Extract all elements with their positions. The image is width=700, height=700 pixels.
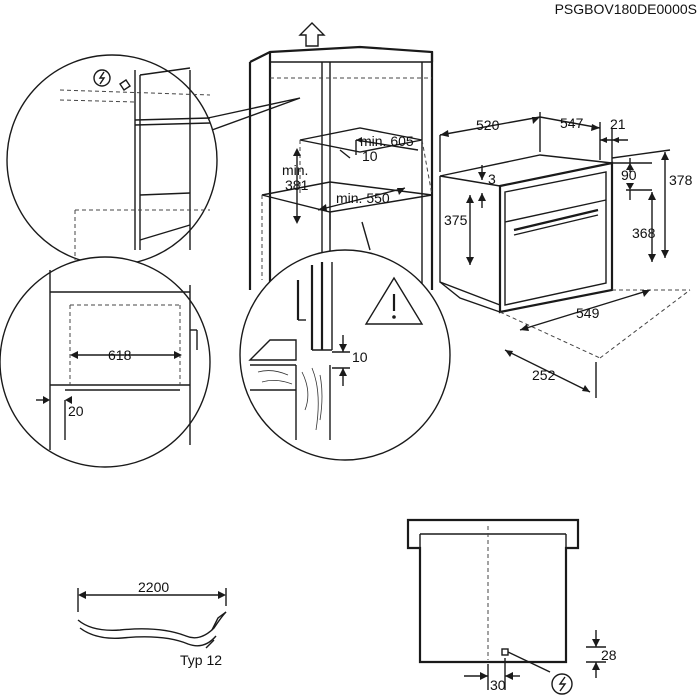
dim-21: 21 [610, 116, 626, 132]
power-lightning-icon [551, 673, 573, 695]
dim-3: 3 [488, 171, 496, 187]
warning-triangle-icon [364, 276, 424, 325]
dim-min-550: min. 550 [336, 190, 390, 206]
dim-547: 547 [560, 115, 584, 131]
cabinet [248, 45, 434, 290]
front-view-cabinet [406, 518, 580, 673]
dim-520: 520 [476, 117, 500, 133]
dim-252: 252 [532, 367, 556, 383]
oven-unit [439, 154, 614, 314]
dim-90: 90 [621, 167, 637, 183]
dim-20: 20 [68, 403, 84, 419]
dim-min-605: min. 605 [360, 133, 414, 149]
dim-2200: 2200 [138, 579, 169, 595]
power-cable [77, 611, 227, 647]
dim-368: 368 [632, 225, 656, 241]
dim-30: 30 [490, 677, 506, 693]
cable-type-label: Typ 12 [180, 652, 222, 668]
dim-618: 618 [108, 347, 132, 363]
power-lightning-icon [93, 69, 111, 87]
dim-min-381-a: min. [282, 162, 308, 178]
dim-549: 549 [576, 305, 600, 321]
detail-circle-top-left [6, 54, 301, 266]
dim-375: 375 [444, 212, 468, 228]
arrow-up-icon [298, 22, 326, 47]
detail-circle-bottom-left [0, 256, 211, 468]
document-code: PSGBOV180DE0000S [555, 1, 697, 17]
dim-min-381-b: 381 [285, 177, 309, 193]
dim-10-detail: 10 [352, 349, 368, 365]
dim-378: 378 [669, 172, 693, 188]
dim-28: 28 [601, 647, 617, 663]
detail-circle-center [239, 221, 451, 461]
socket-icon [119, 79, 131, 91]
dim-10-top: 10 [362, 148, 378, 164]
